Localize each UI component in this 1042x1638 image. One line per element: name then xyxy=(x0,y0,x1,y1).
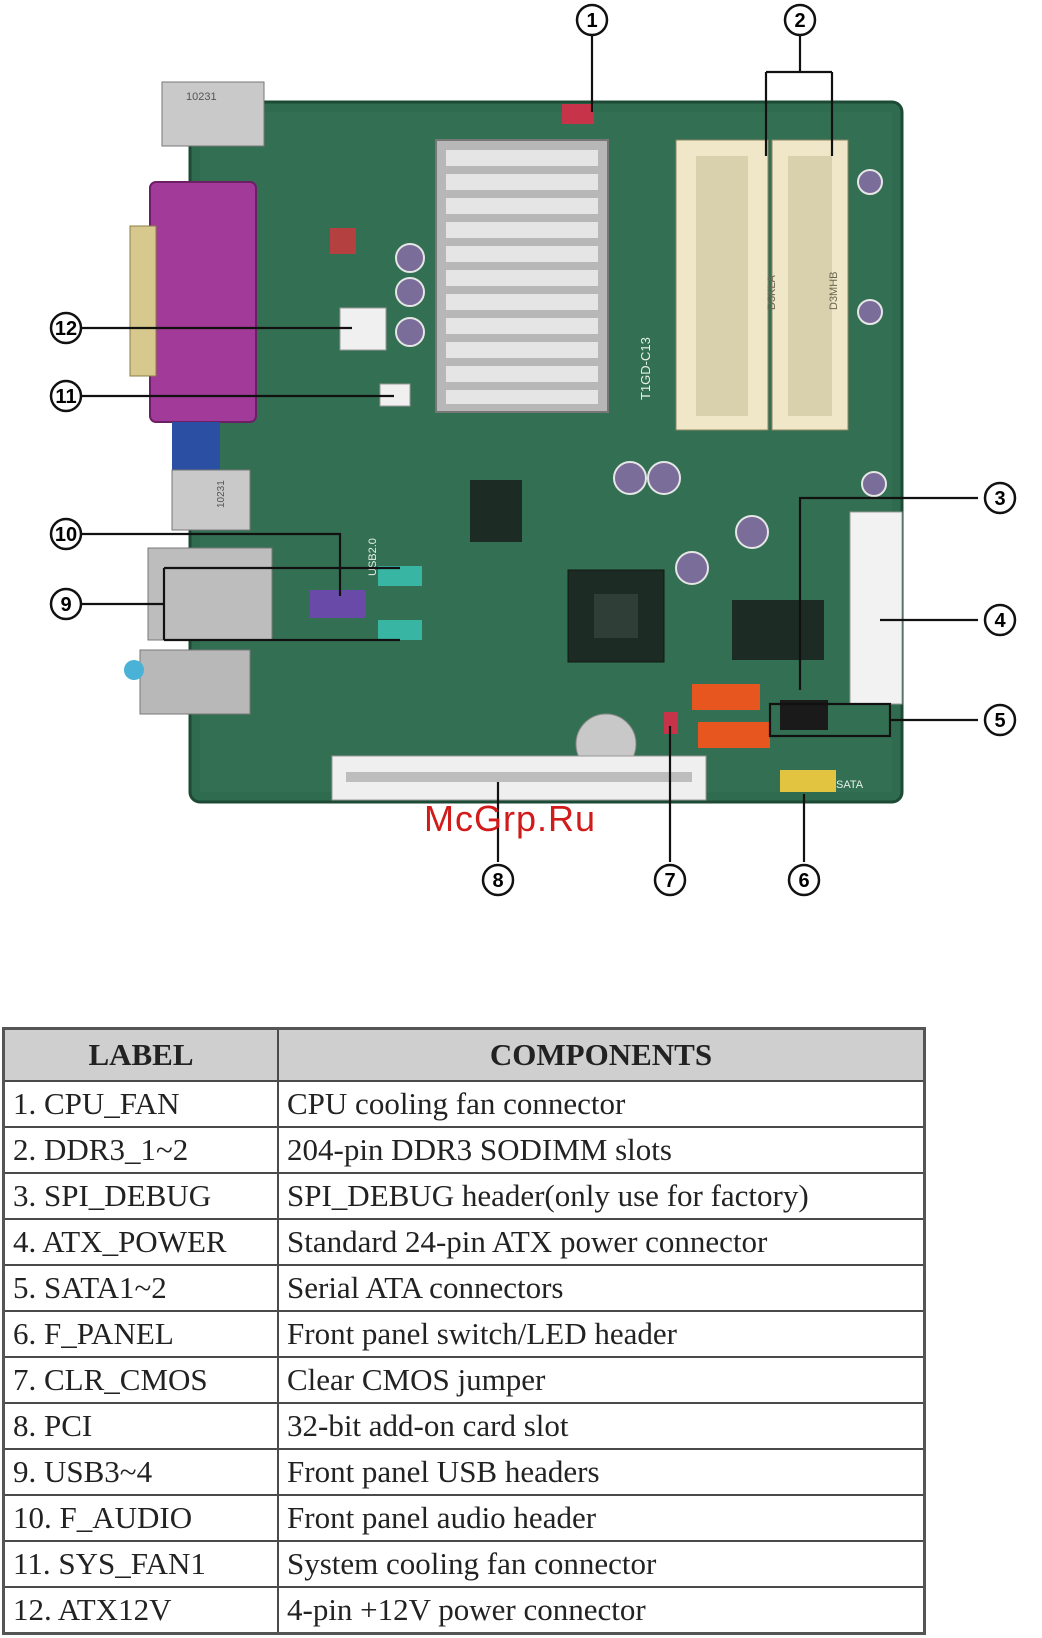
usb-silkscreen: 10231 xyxy=(216,480,227,508)
row-label: 8. PCI xyxy=(2,1402,279,1450)
audio-jacks xyxy=(139,649,251,715)
row-component: CPU cooling fan connector xyxy=(277,1080,926,1128)
callout-1: 1 xyxy=(575,3,609,37)
row-component: Clear CMOS jumper xyxy=(277,1356,926,1404)
table-header-row: LABEL COMPONENTS xyxy=(2,1027,926,1082)
row-label: 6. F_PANEL xyxy=(2,1310,279,1358)
board-id-silkscreen: T1GD-C13 xyxy=(638,337,653,400)
row-component: SPI_DEBUG header(only use for factory) xyxy=(277,1172,926,1220)
callout-7: 7 xyxy=(653,863,687,897)
row-label: 11. SYS_FAN1 xyxy=(2,1540,279,1588)
header-label: LABEL xyxy=(2,1027,279,1082)
sata-connector-2 xyxy=(698,722,770,748)
motherboard-figure: 10231 10231 T1GD-C13 D3KLA D3MHB xyxy=(49,3,1017,897)
row-component: Serial ATA connectors xyxy=(277,1264,926,1312)
chipset-heatsink xyxy=(435,139,609,413)
callout-5: 5 xyxy=(983,703,1017,737)
callout-4: 4 xyxy=(983,603,1017,637)
svg-text:4: 4 xyxy=(994,610,1006,632)
usb-header-b xyxy=(378,620,422,640)
row-component: Front panel audio header xyxy=(277,1494,926,1542)
row-label: 3. SPI_DEBUG xyxy=(2,1172,279,1220)
rj45-port xyxy=(161,81,265,147)
row-label: 12. ATX12V xyxy=(2,1586,279,1635)
row-label: 4. ATX_POWER xyxy=(2,1218,279,1266)
row-label: 5. SATA1~2 xyxy=(2,1264,279,1312)
svg-text:11: 11 xyxy=(55,386,76,408)
svg-text:10: 10 xyxy=(55,524,77,546)
inductor xyxy=(330,228,356,254)
row-label: 7. CLR_CMOS xyxy=(2,1356,279,1404)
svg-text:8: 8 xyxy=(492,870,503,892)
row-component: 4-pin +12V power connector xyxy=(277,1586,926,1635)
rj45-silkscreen: 10231 xyxy=(186,91,217,103)
pci-slot-groove xyxy=(346,772,692,782)
svg-text:7: 7 xyxy=(664,870,675,892)
svg-text:5: 5 xyxy=(994,710,1005,732)
row-component: Standard 24-pin ATX power connector xyxy=(277,1218,926,1266)
sata-connector-1 xyxy=(692,684,760,710)
svg-text:2: 2 xyxy=(794,10,805,32)
sodimm-slots xyxy=(675,139,849,431)
callout-3: 3 xyxy=(983,481,1017,515)
row-label: 2. DDR3_1~2 xyxy=(2,1126,279,1174)
row-component: 32-bit add-on card slot xyxy=(277,1402,926,1450)
row-label: 1. CPU_FAN xyxy=(2,1080,279,1128)
parallel-port xyxy=(149,181,257,423)
callout-6: 6 xyxy=(787,863,821,897)
super-io-chip xyxy=(732,600,824,660)
callout-2: 2 xyxy=(783,3,817,37)
svg-text:12: 12 xyxy=(55,318,77,340)
clr-cmos-jumper xyxy=(664,712,678,734)
callout-12: 12 xyxy=(49,311,83,345)
cpu-fan-connector xyxy=(562,104,594,124)
front-panel-header xyxy=(780,770,836,792)
atx-power-connector xyxy=(849,511,903,705)
audio-jack-blue xyxy=(124,660,144,680)
lan-usb-stack xyxy=(147,547,273,641)
row-label: 9. USB3~4 xyxy=(2,1448,279,1496)
capacitors xyxy=(395,169,887,585)
callout-9: 9 xyxy=(49,587,83,621)
svg-text:1: 1 xyxy=(586,10,597,32)
usb-header-silkscreen: USB2.0 xyxy=(367,538,379,576)
southbridge-die xyxy=(594,594,638,638)
header-components: COMPONENTS xyxy=(277,1027,926,1082)
parallel-port-inner xyxy=(129,225,157,377)
row-component: Front panel USB headers xyxy=(277,1448,926,1496)
dimm-a-silkscreen: D3KLA xyxy=(766,274,778,310)
svg-text:6: 6 xyxy=(798,870,809,892)
callout-11: 11 xyxy=(49,379,83,413)
f-audio-header xyxy=(310,590,366,618)
row-component: System cooling fan connector xyxy=(277,1540,926,1588)
usb-port xyxy=(171,469,251,531)
svg-text:3: 3 xyxy=(994,488,1005,510)
watermark: McGrp.Ru xyxy=(424,798,597,839)
vga-port xyxy=(172,422,220,472)
row-component: 204-pin DDR3 SODIMM slots xyxy=(277,1126,926,1174)
bios-chip xyxy=(470,480,522,542)
svg-text:9: 9 xyxy=(60,594,71,616)
row-label: 10. F_AUDIO xyxy=(2,1494,279,1542)
callout-8: 8 xyxy=(481,863,515,897)
row-component: Front panel switch/LED header xyxy=(277,1310,926,1358)
usb-header-a xyxy=(378,566,422,586)
callout-10: 10 xyxy=(49,517,83,551)
dimm-b-silkscreen: D3MHB xyxy=(828,271,840,310)
callout-lines xyxy=(82,34,978,862)
sata-silkscreen: SATA xyxy=(836,779,864,791)
